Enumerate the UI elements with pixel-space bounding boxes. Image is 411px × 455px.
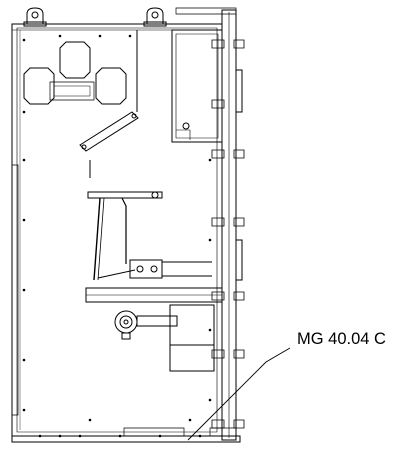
motor-assembly [115,305,214,371]
horizontal-frame [86,288,222,302]
hinges [212,40,244,428]
lifting-eye-right [144,8,166,26]
mechanism-linkage [88,160,212,280]
part-number-label: MG 40.04 C [297,330,386,348]
screw-holes [22,34,212,438]
octagon-cutouts [24,42,126,104]
main-panel [12,24,222,436]
lifting-eye-left [24,8,46,26]
upper-diagonal-arm [80,112,138,151]
upper-compartment [172,30,222,142]
left-rail [12,30,20,430]
right-rail [176,8,242,440]
base-plate [12,428,240,442]
callout-leader [188,348,290,440]
